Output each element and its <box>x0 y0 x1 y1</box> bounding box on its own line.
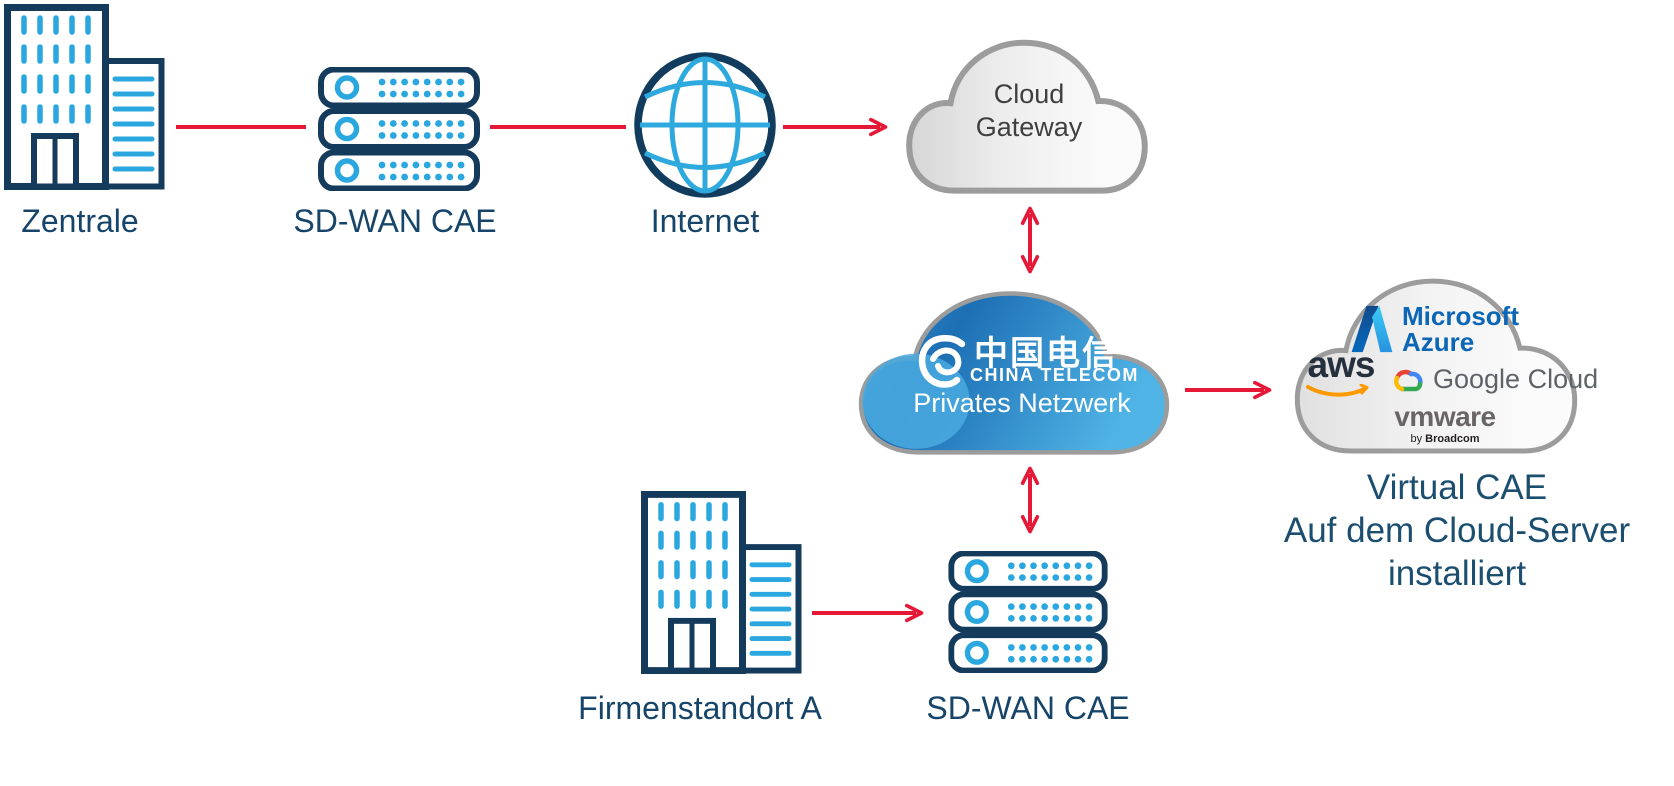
aws-smile-icon <box>1306 384 1369 397</box>
internet-label: Internet <box>650 203 760 239</box>
azure-label-line2: Azure <box>1402 327 1475 357</box>
sdwan-cae-bottom-label: SD-WAN CAE <box>926 690 1130 726</box>
google-cloud-logo-icon <box>1394 369 1423 392</box>
vmware-broadcom-label: by Broadcom <box>1410 433 1480 445</box>
china-telecom-brand-en: CHINA TELECOM <box>970 365 1139 385</box>
virtual-cae-line3: installiert <box>1387 554 1527 593</box>
sdwan-cae-top-label: SD-WAN CAE <box>293 203 497 239</box>
vmware-label: vmware <box>1394 401 1496 432</box>
azure-label-line1: Microsoft <box>1402 301 1519 331</box>
privates-netzwerk-label: Privates Netzwerk <box>913 388 1131 418</box>
cloud-gateway-label: Cloud Gateway <box>975 79 1083 142</box>
google-cloud-label: Google Cloud <box>1433 364 1599 394</box>
google-cloud-logo-block: Google Cloud <box>1388 364 1598 394</box>
vmware-logo-block: vmware by Broadcom <box>1383 401 1507 446</box>
aws-logo-block: aws <box>1306 346 1376 400</box>
china-telecom-logo-icon <box>918 335 966 388</box>
virtual-cae-caption: Virtual CAE Auf dem Cloud-Server install… <box>1252 466 1662 595</box>
firmenstandort-label: Firmenstandort A <box>578 690 822 726</box>
virtual-cae-line2: Auf dem Cloud-Server <box>1283 511 1631 550</box>
china-telecom-cloud-icon <box>853 283 1175 457</box>
aws-label: aws <box>1307 344 1376 385</box>
azure-logo-block: Microsoft Azure <box>1350 303 1519 355</box>
virtual-cae-line1: Virtual CAE <box>1366 468 1548 507</box>
zentrale-building-icon <box>3 3 166 191</box>
sdwan-cae-top-icon <box>318 67 480 191</box>
china-telecom-brand-cn: 中国电信 <box>974 335 1118 373</box>
sdwan-cae-bottom-icon <box>948 551 1108 673</box>
zentrale-label: Zentrale <box>21 203 139 239</box>
azure-logo-icon <box>1351 305 1393 353</box>
firmenstandort-building-icon <box>640 490 803 675</box>
internet-globe-icon <box>634 52 776 198</box>
